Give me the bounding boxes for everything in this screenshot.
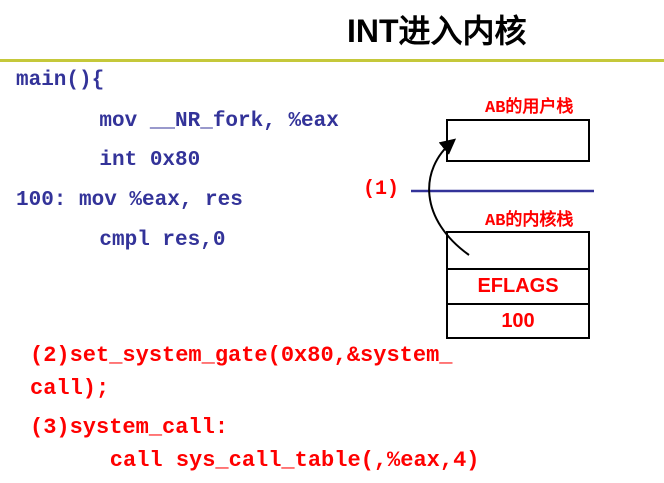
kernel-stack-cell-100: 100 [446,303,590,339]
step2-line2: call); [30,376,110,401]
kernel-stack-label: AB的内核栈 [485,212,574,231]
user-stack-box [446,119,590,162]
title-divider [0,59,664,62]
code-line-main: main(){ [16,69,105,92]
step3-line2: call sys_call_table(,%eax,4) [57,448,480,473]
user-stack-label: AB的用户栈 [485,99,574,118]
return-arrow-icon [428,138,470,256]
code-line-mov-eax-res: 100: mov %eax, res [16,189,243,212]
step2-line1: (2)set_system_gate(0x80,&system_ [30,343,453,368]
code-line-mov-nr-fork: mov __NR_fork, %eax [49,110,339,133]
code-line-int-0x80: int 0x80 [49,149,201,172]
code-line-cmpl: cmpl res,0 [49,229,226,252]
step1-label: (1) [363,178,400,201]
step3-line1: (3)system_call: [30,415,229,440]
slide-title: INT进入内核 [347,13,527,49]
